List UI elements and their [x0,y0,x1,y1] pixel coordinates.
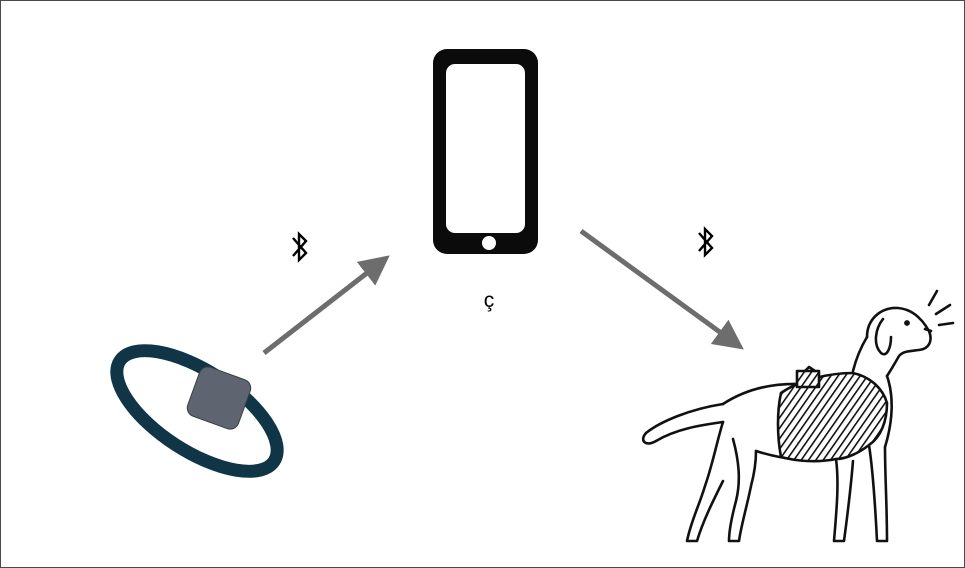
smart-collar-icon [110,344,284,478]
phone-caption: ç [483,289,495,312]
smartphone-icon [433,49,538,254]
bluetooth-icon [292,231,308,263]
dog-with-vest-icon [641,289,955,543]
arrow-collar-to-phone [262,255,390,355]
arrow-phone-to-dog [579,228,744,350]
bluetooth-icon [698,226,714,258]
